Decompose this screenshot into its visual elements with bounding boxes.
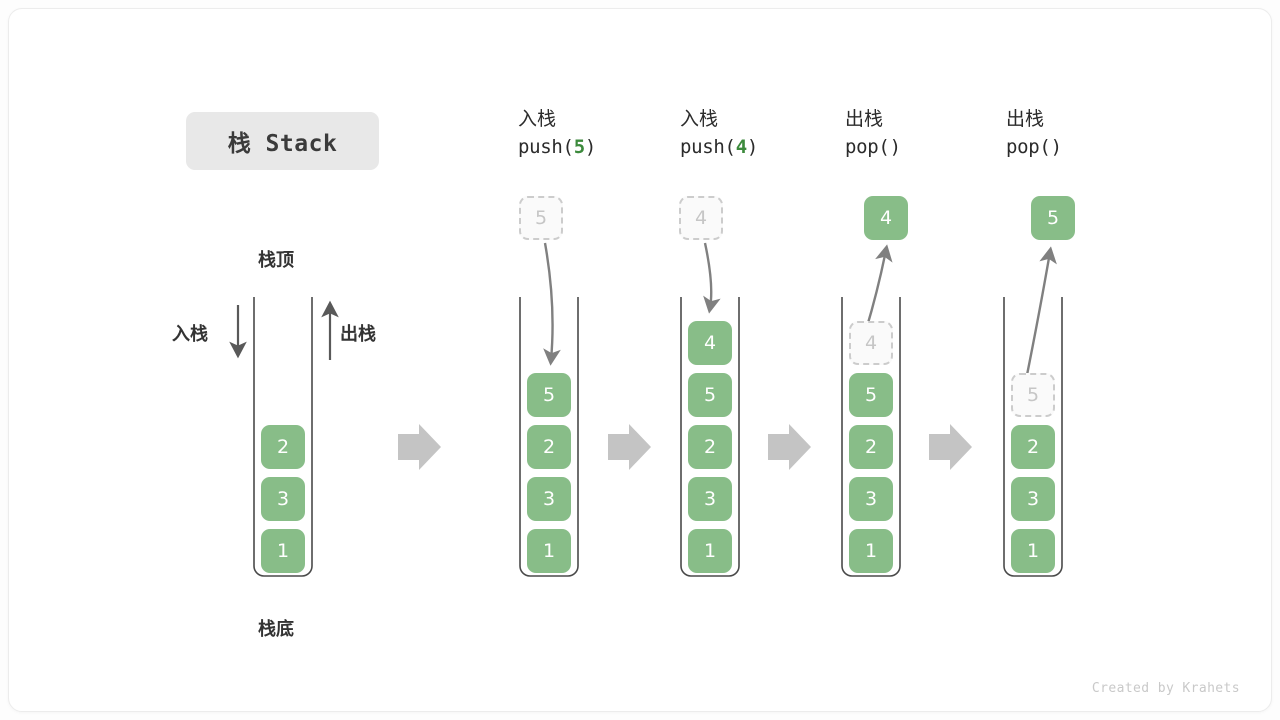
stack-node: 3 [261,477,305,521]
op-code-prefix: push( [680,135,736,158]
op-label-pop-1: 出栈 pop() [845,106,901,161]
popped-node: 5 [1031,196,1075,240]
stack-node: 3 [527,477,571,521]
stack-node: 1 [688,529,732,573]
op-code-arg: 4 [735,135,747,158]
op-code-pop-1: pop() [845,134,901,162]
title-badge: 栈 Stack [186,112,379,170]
op-code-push-5: push(5) [518,134,596,162]
op-code-push-4: push(4) [680,134,758,162]
stack-node: 3 [1011,477,1055,521]
ghost-node: 4 [849,321,893,365]
ghost-node: 5 [519,196,563,240]
op-code-suffix: ) [1050,135,1062,158]
op-label-push-5: 入栈 push(5) [518,106,596,161]
push-direction-label: 入栈 [172,324,208,345]
op-code-suffix: ) [584,135,596,158]
op-code-prefix: pop( [845,135,890,158]
op-cn-pop-1: 出栈 [845,108,884,130]
stack-bottom-label: 栈底 [258,619,294,640]
ghost-node: 5 [1011,373,1055,417]
op-code-prefix: push( [518,135,574,158]
stack-node: 2 [849,425,893,469]
op-cn-push-5: 入栈 [518,108,557,130]
stack-node: 4 [688,321,732,365]
stack-node: 2 [688,425,732,469]
stack-node: 1 [849,529,893,573]
op-code-suffix: ) [889,135,901,158]
popped-node: 4 [864,196,908,240]
op-cn-push-4: 入栈 [680,108,719,130]
stack-node: 2 [261,425,305,469]
op-code-pop-2: pop() [1006,134,1062,162]
ghost-node: 4 [679,196,723,240]
op-cn-pop-2: 出栈 [1006,108,1045,130]
stack-node: 1 [1011,529,1055,573]
stack-node: 5 [527,373,571,417]
stack-node: 3 [688,477,732,521]
op-label-pop-2: 出栈 pop() [1006,106,1062,161]
stack-node: 1 [261,529,305,573]
stack-node: 2 [527,425,571,469]
stack-node: 2 [1011,425,1055,469]
stack-node: 5 [849,373,893,417]
footer-credit: Created by Krahets [1091,681,1240,696]
op-code-suffix: ) [746,135,758,158]
stack-node: 3 [849,477,893,521]
stack-node: 1 [527,529,571,573]
stack-top-label: 栈顶 [258,250,294,271]
op-code-prefix: pop( [1006,135,1051,158]
op-label-push-4: 入栈 push(4) [680,106,758,161]
op-code-arg: 5 [573,135,585,158]
stack-node: 5 [688,373,732,417]
pop-direction-label: 出栈 [340,324,376,345]
